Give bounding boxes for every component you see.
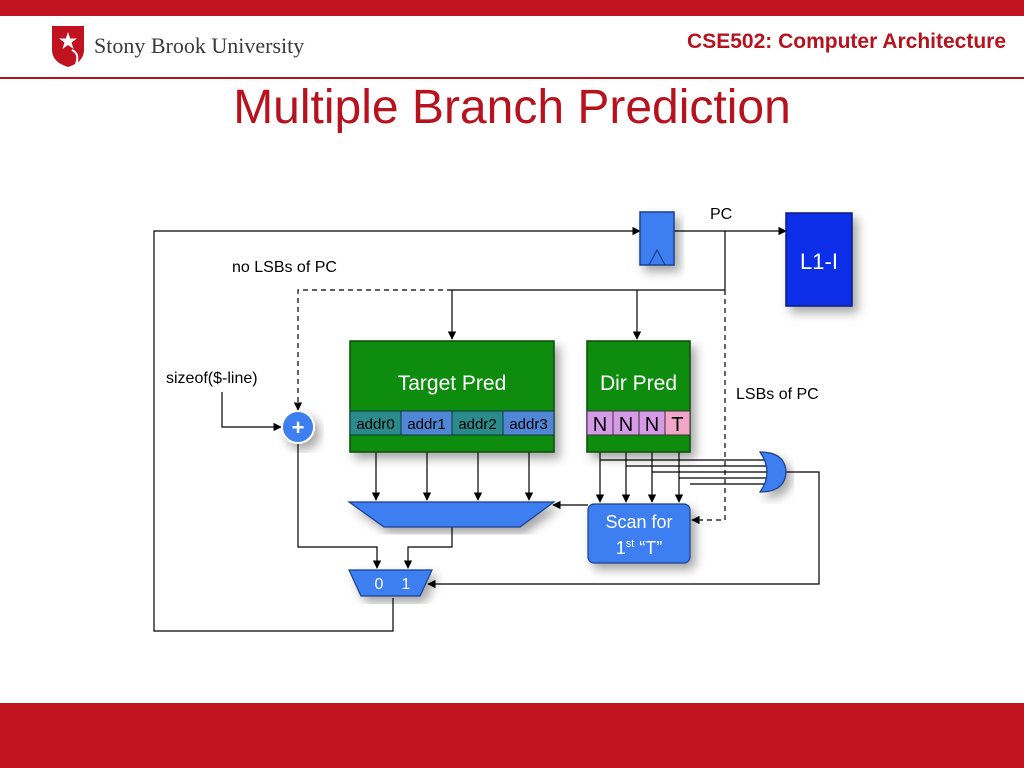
scan-line-2-rest: “T” [634, 538, 662, 558]
top-accent-bar [0, 0, 1024, 16]
lsbs-label: LSBs of PC [736, 386, 819, 403]
dir-cell-3: T [671, 414, 683, 436]
l1i-label: L1-I [800, 249, 838, 274]
slide-title: Multiple Branch Prediction [233, 81, 791, 134]
wire-wide-mux-to-mux [403, 527, 453, 569]
target-cell-addr3: addr3 [509, 416, 547, 433]
target-pred-title: Target Pred [398, 372, 507, 395]
university-name: Stony Brook University [94, 33, 305, 58]
scan-line-1: Scan for [605, 512, 672, 532]
shield-icon [52, 26, 84, 67]
wire-sizeof-to-adder [221, 392, 282, 432]
dir-pred-table: Dir Pred N N N T [586, 340, 691, 453]
target-pred-table: Target Pred addr0 addr1 addr2 addr3 [349, 340, 555, 453]
scan-line-2: 1st “T” [616, 538, 663, 558]
wide-mux [347, 501, 556, 528]
university-logo: Stony Brook University [50, 24, 304, 68]
bottom-accent-bar [0, 703, 1024, 768]
scan-line-2-num: 1 [616, 538, 626, 558]
dir-cell-0: N [593, 414, 607, 436]
wire-lsbs-to-scan [691, 290, 726, 525]
scan-for-first-t: Scan for 1st “T” [587, 503, 691, 564]
mux-input-0: 0 [375, 576, 384, 593]
mux-input-1: 1 [402, 576, 411, 593]
target-cell-addr1: addr1 [407, 416, 445, 433]
sizeof-label: sizeof($-line) [166, 370, 258, 387]
course-title: CSE502: Computer Architecture [687, 30, 1006, 53]
target-cell-addr0: addr0 [356, 416, 394, 433]
wire-or-to-mux-select [427, 471, 820, 589]
wires [153, 226, 820, 632]
dir-cell-1: N [619, 414, 633, 436]
wire-no-lsbs-to-adder [293, 289, 452, 411]
dir-pred-title: Dir Pred [600, 372, 677, 395]
scan-line-2-sup: st [626, 538, 635, 550]
or-gate [758, 451, 787, 493]
wire-adder-to-mux [297, 444, 382, 569]
header-divider [0, 77, 1024, 79]
adder-symbol: + [292, 415, 305, 440]
no-lsbs-label: no LSBs of PC [232, 259, 337, 276]
adder: + [281, 410, 315, 444]
l1i-cache: L1-I [785, 212, 853, 307]
wire-mux-to-pc-loop [153, 226, 641, 632]
pc-label: PC [710, 206, 732, 223]
dir-cell-2: N [645, 414, 659, 436]
select-mux: 0 1 [348, 569, 433, 597]
pc-register [639, 211, 675, 266]
target-cell-addr2: addr2 [458, 416, 496, 433]
